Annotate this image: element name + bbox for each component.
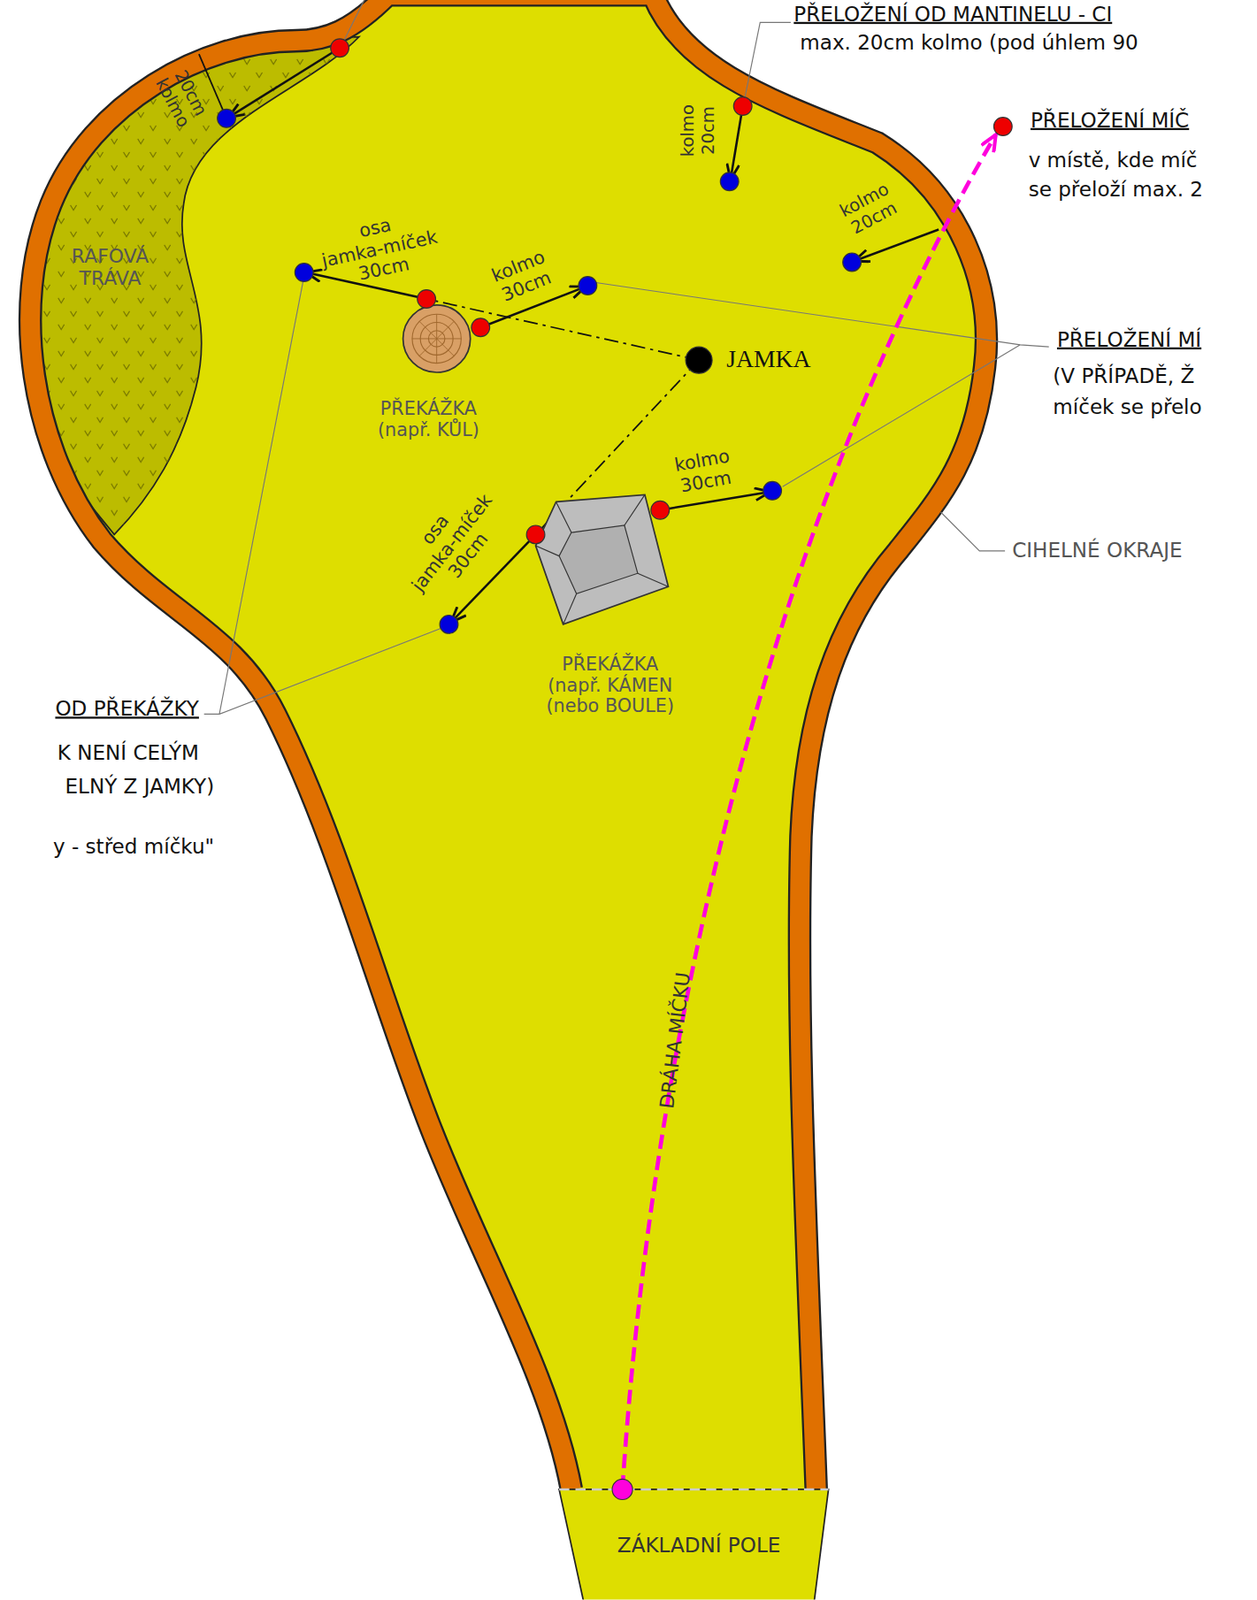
hole [685, 346, 713, 374]
rule-text: y - střed míčku" [53, 835, 215, 859]
text-line: kolmo [677, 104, 698, 157]
rule-text: max. 20cm kolmo (pod úhlem 90 [799, 30, 1138, 55]
stone-obstacle [536, 494, 669, 624]
rule-text: ELNÝ Z JAMKY) [64, 774, 215, 799]
grass-texture [26, 37, 360, 536]
region-label: RAFOVÁ TRÁVA [71, 245, 149, 290]
rule-heading: PŘELOŽENÍ MÍČ [1030, 108, 1189, 133]
ball-blue [217, 108, 237, 128]
distance-label: kolmo 20cm [677, 104, 718, 157]
obstacle-label: PŘEKÁŽKA (např. KŮL) [377, 398, 480, 441]
rule-text: K NENÍ CELÝM [57, 741, 200, 766]
hole-label: JAMKA [726, 345, 811, 375]
ball-blue [439, 615, 459, 635]
ball-red [993, 117, 1012, 137]
tee-area: ZÁKLADNÍ POLE [617, 1533, 782, 1558]
leader-line [596, 282, 1050, 487]
text-line: 20cm [697, 104, 719, 157]
move-arrow [730, 106, 744, 180]
text-line: (např. KÁMEN [545, 674, 675, 697]
leader-line [940, 512, 1005, 552]
text-line: (nebo BOULE) [545, 696, 675, 718]
border-label: CIHELNÉ OKRAJE [1011, 539, 1182, 564]
text-line: (např. KŮL) [377, 419, 480, 441]
rule-text: se přeloží max. 2 [1028, 177, 1204, 202]
ball-blue [843, 252, 862, 272]
move-arrow [228, 47, 340, 117]
ball-blue [294, 263, 314, 283]
move-arrow [853, 229, 939, 262]
ball-blue [763, 481, 782, 500]
ball-start [612, 1479, 633, 1500]
post-cracks [412, 314, 461, 363]
ball-red [330, 38, 350, 58]
leader-line [744, 22, 791, 98]
ball-red [651, 500, 670, 520]
rule-text: v místě, kde míč [1028, 148, 1198, 173]
tee-line [559, 1488, 829, 1491]
text-line: PŘEKÁŽKA [545, 653, 675, 675]
ball-path [622, 134, 997, 1490]
rule-heading: PŘELOŽENÍ OD MANTINELU - CI [793, 2, 1112, 27]
stone-facet [559, 525, 638, 594]
post-ring [412, 314, 461, 363]
brick-border [30, 0, 987, 1490]
tee-area [559, 1489, 829, 1600]
rule-text: (V PŘÍPADĚ, Ž [1052, 364, 1195, 389]
stone-facet [536, 494, 669, 624]
rough-grass-area: RAFOVÁ TRÁVA [71, 245, 149, 290]
stone [536, 494, 669, 624]
move-arrow [659, 491, 771, 511]
ball-blue [720, 172, 739, 192]
obstacle-label: PŘEKÁŽKA (např. KÁMEN (nebo BOULE) [545, 653, 675, 718]
text-line: TRÁVA [71, 267, 149, 290]
brick-border-outline [30, 0, 987, 1490]
ball-red [526, 525, 545, 545]
ball-blue [578, 276, 598, 296]
leader-line [344, 0, 366, 41]
rule-text: míček se přelo [1052, 395, 1202, 420]
post-obstacle [403, 305, 471, 373]
ball-red [417, 290, 437, 309]
text-line: PŘEKÁŽKA [377, 398, 480, 420]
ball-red [471, 318, 491, 338]
ball-red [733, 97, 752, 116]
text-line: RAFOVÁ [71, 245, 149, 268]
rule-heading: PŘELOŽENÍ MÍ [1057, 328, 1202, 353]
rough-grass [26, 37, 360, 536]
post [403, 305, 471, 373]
rule-heading: OD PŘEKÁŽKY [54, 697, 199, 721]
region-label: ZÁKLADNÍ POLE [617, 1533, 782, 1558]
